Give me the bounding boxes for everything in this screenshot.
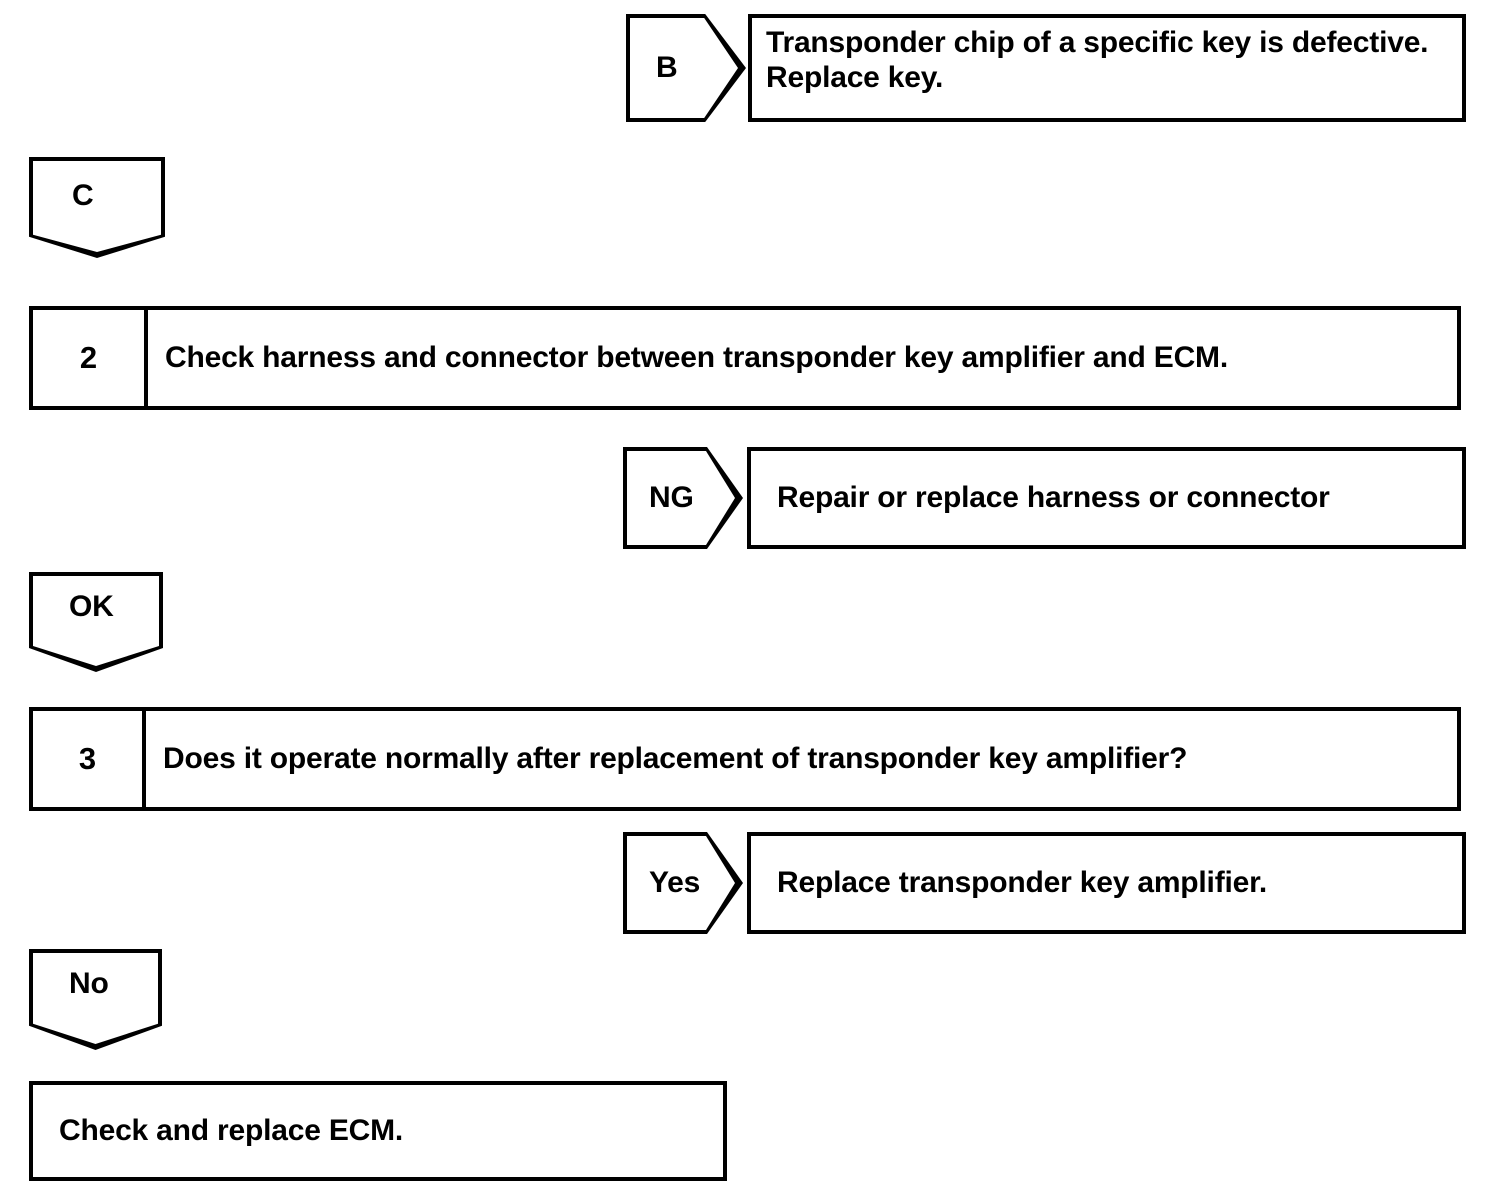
branch-pentagon-ok: OK: [29, 572, 163, 672]
connector-arrow-b-label: B: [656, 51, 678, 84]
connector-arrow-b-face: B: [626, 14, 746, 122]
branch-pentagon-ok-face: OK: [29, 572, 163, 672]
step-box-2-number: 2: [33, 310, 148, 406]
step-box-3-number: 3: [33, 711, 146, 807]
message-box-replace-key: Transponder chip of a specific key is de…: [748, 14, 1466, 122]
action-box-replace-amplifier-text: Replace transponder key amplifier.: [777, 866, 1268, 899]
step-box-2: 2 Check harness and connector between tr…: [29, 306, 1461, 410]
branch-arrow-yes-label: Yes: [649, 866, 701, 899]
step-box-3: 3 Does it operate normally after replace…: [29, 707, 1461, 811]
step-box-3-text: Does it operate normally after replaceme…: [163, 741, 1188, 775]
branch-pentagon-no-face: No: [29, 949, 162, 1050]
connector-pentagon-c: C: [29, 157, 165, 258]
action-box-repair-harness-text: Repair or replace harness or connector: [777, 481, 1330, 514]
branch-pentagon-ok-label: OK: [69, 590, 114, 623]
branch-pentagon-no: No: [29, 949, 162, 1050]
action-box-replace-amplifier: Replace transponder key amplifier.: [747, 832, 1466, 934]
action-box-check-replace-ecm-text: Check and replace ECM.: [59, 1114, 404, 1147]
branch-arrow-yes: Yes: [623, 832, 743, 934]
action-box-check-replace-ecm: Check and replace ECM.: [29, 1081, 727, 1181]
connector-arrow-b: B: [626, 14, 746, 122]
branch-arrow-ng-face: NG: [623, 447, 743, 549]
branch-pentagon-no-label: No: [69, 967, 109, 1000]
connector-pentagon-c-face: C: [29, 157, 165, 258]
message-box-replace-key-text: Transponder chip of a specific key is de…: [766, 26, 1429, 94]
branch-arrow-yes-face: Yes: [623, 832, 743, 934]
step-box-2-text: Check harness and connector between tran…: [165, 340, 1228, 374]
connector-pentagon-c-label: C: [72, 179, 94, 212]
action-box-repair-harness: Repair or replace harness or connector: [747, 447, 1466, 549]
branch-arrow-ng: NG: [623, 447, 743, 549]
branch-arrow-ng-label: NG: [649, 481, 694, 514]
